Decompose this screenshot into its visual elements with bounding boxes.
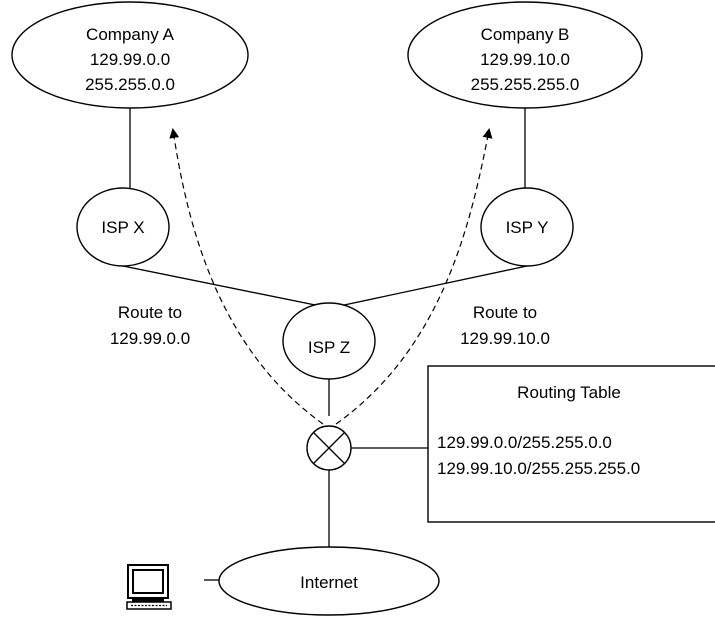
routing-table-entry: 129.99.10.0/255.255.255.0: [437, 459, 640, 478]
company-a-node: Company A 129.99.0.0 255.255.0.0: [11, 1, 249, 109]
route-a-label-line2: 129.99.0.0: [110, 329, 190, 348]
internet-label: Internet: [300, 573, 358, 592]
route-b-label-line2: 129.99.10.0: [460, 329, 550, 348]
company-a-network: 129.99.0.0: [90, 50, 170, 69]
isp-x-label: ISP X: [101, 218, 144, 237]
router-icon: [306, 425, 352, 471]
routing-table-title: Routing Table: [517, 383, 621, 402]
route-a-label-line1: Route to: [118, 303, 182, 322]
isp-y-label: ISP Y: [506, 218, 549, 237]
isp-z-label: ISP Z: [308, 338, 350, 357]
company-b-mask: 255.255.255.0: [471, 75, 580, 94]
link-isp-x-isp-z: [122, 265, 331, 309]
isp-x-node: ISP X: [76, 187, 170, 267]
isp-y-node: ISP Y: [480, 187, 574, 267]
routing-table-entry: 129.99.0.0/255.255.0.0: [437, 433, 612, 452]
route-b-label-line1: Route to: [473, 303, 537, 322]
company-b-network: 129.99.10.0: [480, 50, 570, 69]
computer-icon: [126, 564, 172, 610]
link-isp-y-isp-z: [329, 265, 528, 309]
company-b-name: Company B: [481, 25, 570, 44]
routing-table: Routing Table 129.99.0.0/255.255.0.0 129…: [427, 365, 715, 523]
company-b-node: Company B 129.99.10.0 255.255.255.0: [407, 1, 643, 109]
company-a-name: Company A: [86, 25, 175, 44]
isp-z-node: ISP Z: [282, 302, 376, 380]
internet-node: Internet: [218, 546, 440, 616]
company-a-mask: 255.255.0.0: [85, 75, 175, 94]
route-arrow-to-company-a: [169, 128, 324, 425]
